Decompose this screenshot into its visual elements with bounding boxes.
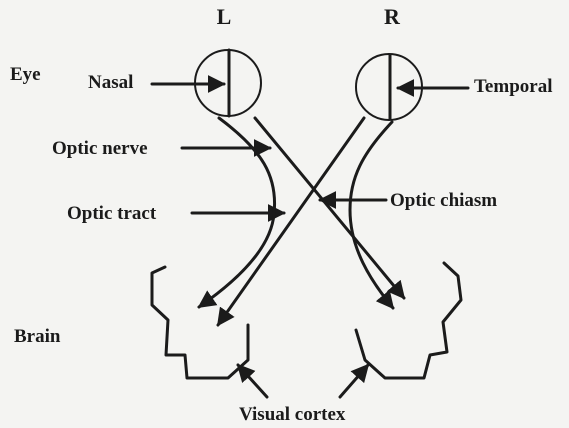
optic-nerve-label: Optic nerve [52,138,148,159]
temporal-label: Temporal [474,76,552,97]
eye-label: Eye [10,64,41,85]
visual-cortex-left-arrow [238,365,267,397]
optic-chiasm-label: Optic chiasm [390,190,497,211]
right-uncrossed-pathway [350,122,393,308]
brain-label: Brain [14,326,61,347]
left-crossing-pathway [255,118,404,298]
right-eye-label: R [384,4,401,29]
left-brain-outline [152,267,248,378]
left-eye-label: L [217,4,232,29]
optic-tract-label: Optic tract [67,203,157,224]
visual-cortex-right-arrow [340,365,368,397]
nasal-label: Nasal [88,72,133,93]
visual-cortex-label: Visual cortex [239,404,346,425]
